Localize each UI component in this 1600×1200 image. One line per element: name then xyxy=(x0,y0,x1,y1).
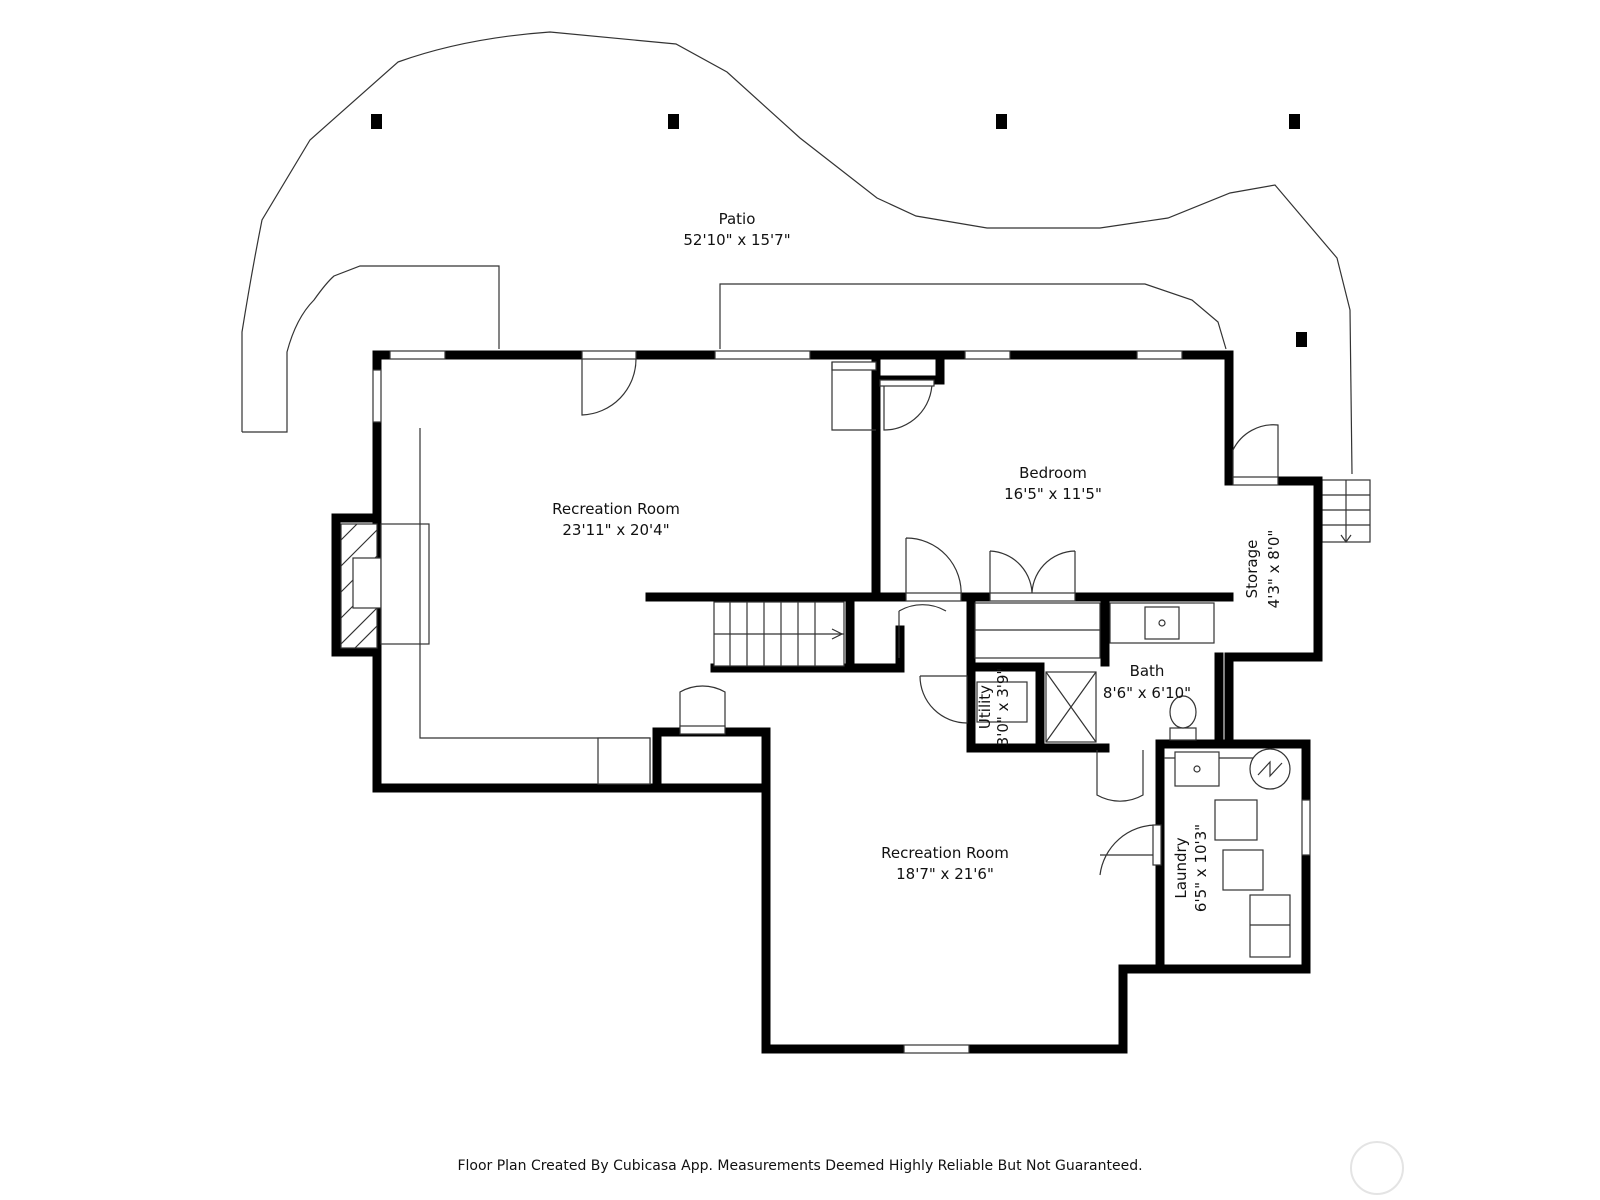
patio-post xyxy=(1289,114,1300,129)
utility-dims: 3'0" x 3'9" xyxy=(994,668,1012,747)
patio-post xyxy=(996,114,1007,129)
walls xyxy=(331,350,1323,1054)
window xyxy=(903,1044,970,1054)
storage-dims: 4'3" x 8'0" xyxy=(1265,530,1283,609)
utility-name: Utility xyxy=(976,685,994,729)
watermark-circle xyxy=(1350,1141,1404,1195)
patio-post xyxy=(668,114,679,129)
window xyxy=(372,369,382,423)
recreation-room-2-name: Recreation Room xyxy=(881,844,1009,862)
window xyxy=(964,350,1011,360)
recreation-room-1-dims: 23'11" x 20'4" xyxy=(562,521,669,539)
bedroom-dims: 16'5" x 11'5" xyxy=(1004,485,1102,503)
recreation-room-1-name: Recreation Room xyxy=(552,500,680,518)
laundry-dims: 6'5" x 10'3" xyxy=(1192,824,1210,912)
fixtures xyxy=(340,428,1291,958)
doors xyxy=(581,350,1279,876)
patio-area xyxy=(241,31,1371,544)
stairs xyxy=(713,601,845,667)
bath-name: Bath xyxy=(1130,662,1165,680)
fireplace xyxy=(340,523,430,649)
dryer-icon xyxy=(1222,849,1264,891)
washer-icon xyxy=(1214,799,1258,841)
bath-dims: 8'6" x 6'10" xyxy=(1103,684,1191,702)
patio-post xyxy=(371,114,382,129)
window xyxy=(1136,350,1183,360)
room-labels: Patio 52'10" x 15'7" Recreation Room 23'… xyxy=(552,210,1283,912)
patio-dims: 52'10" x 15'7" xyxy=(683,231,790,249)
window xyxy=(389,350,446,360)
windows xyxy=(372,350,1311,1054)
patio-post xyxy=(1296,332,1307,347)
window xyxy=(1301,799,1311,856)
patio-name: Patio xyxy=(719,210,756,228)
storage-name: Storage xyxy=(1243,540,1261,599)
bedroom-name: Bedroom xyxy=(1019,464,1087,482)
recreation-room-2-dims: 18'7" x 21'6" xyxy=(896,865,994,883)
exterior-steps xyxy=(1321,479,1371,544)
window xyxy=(714,350,811,360)
laundry-name: Laundry xyxy=(1172,837,1190,898)
footer-disclaimer: Floor Plan Created By Cubicasa App. Meas… xyxy=(457,1158,1142,1174)
